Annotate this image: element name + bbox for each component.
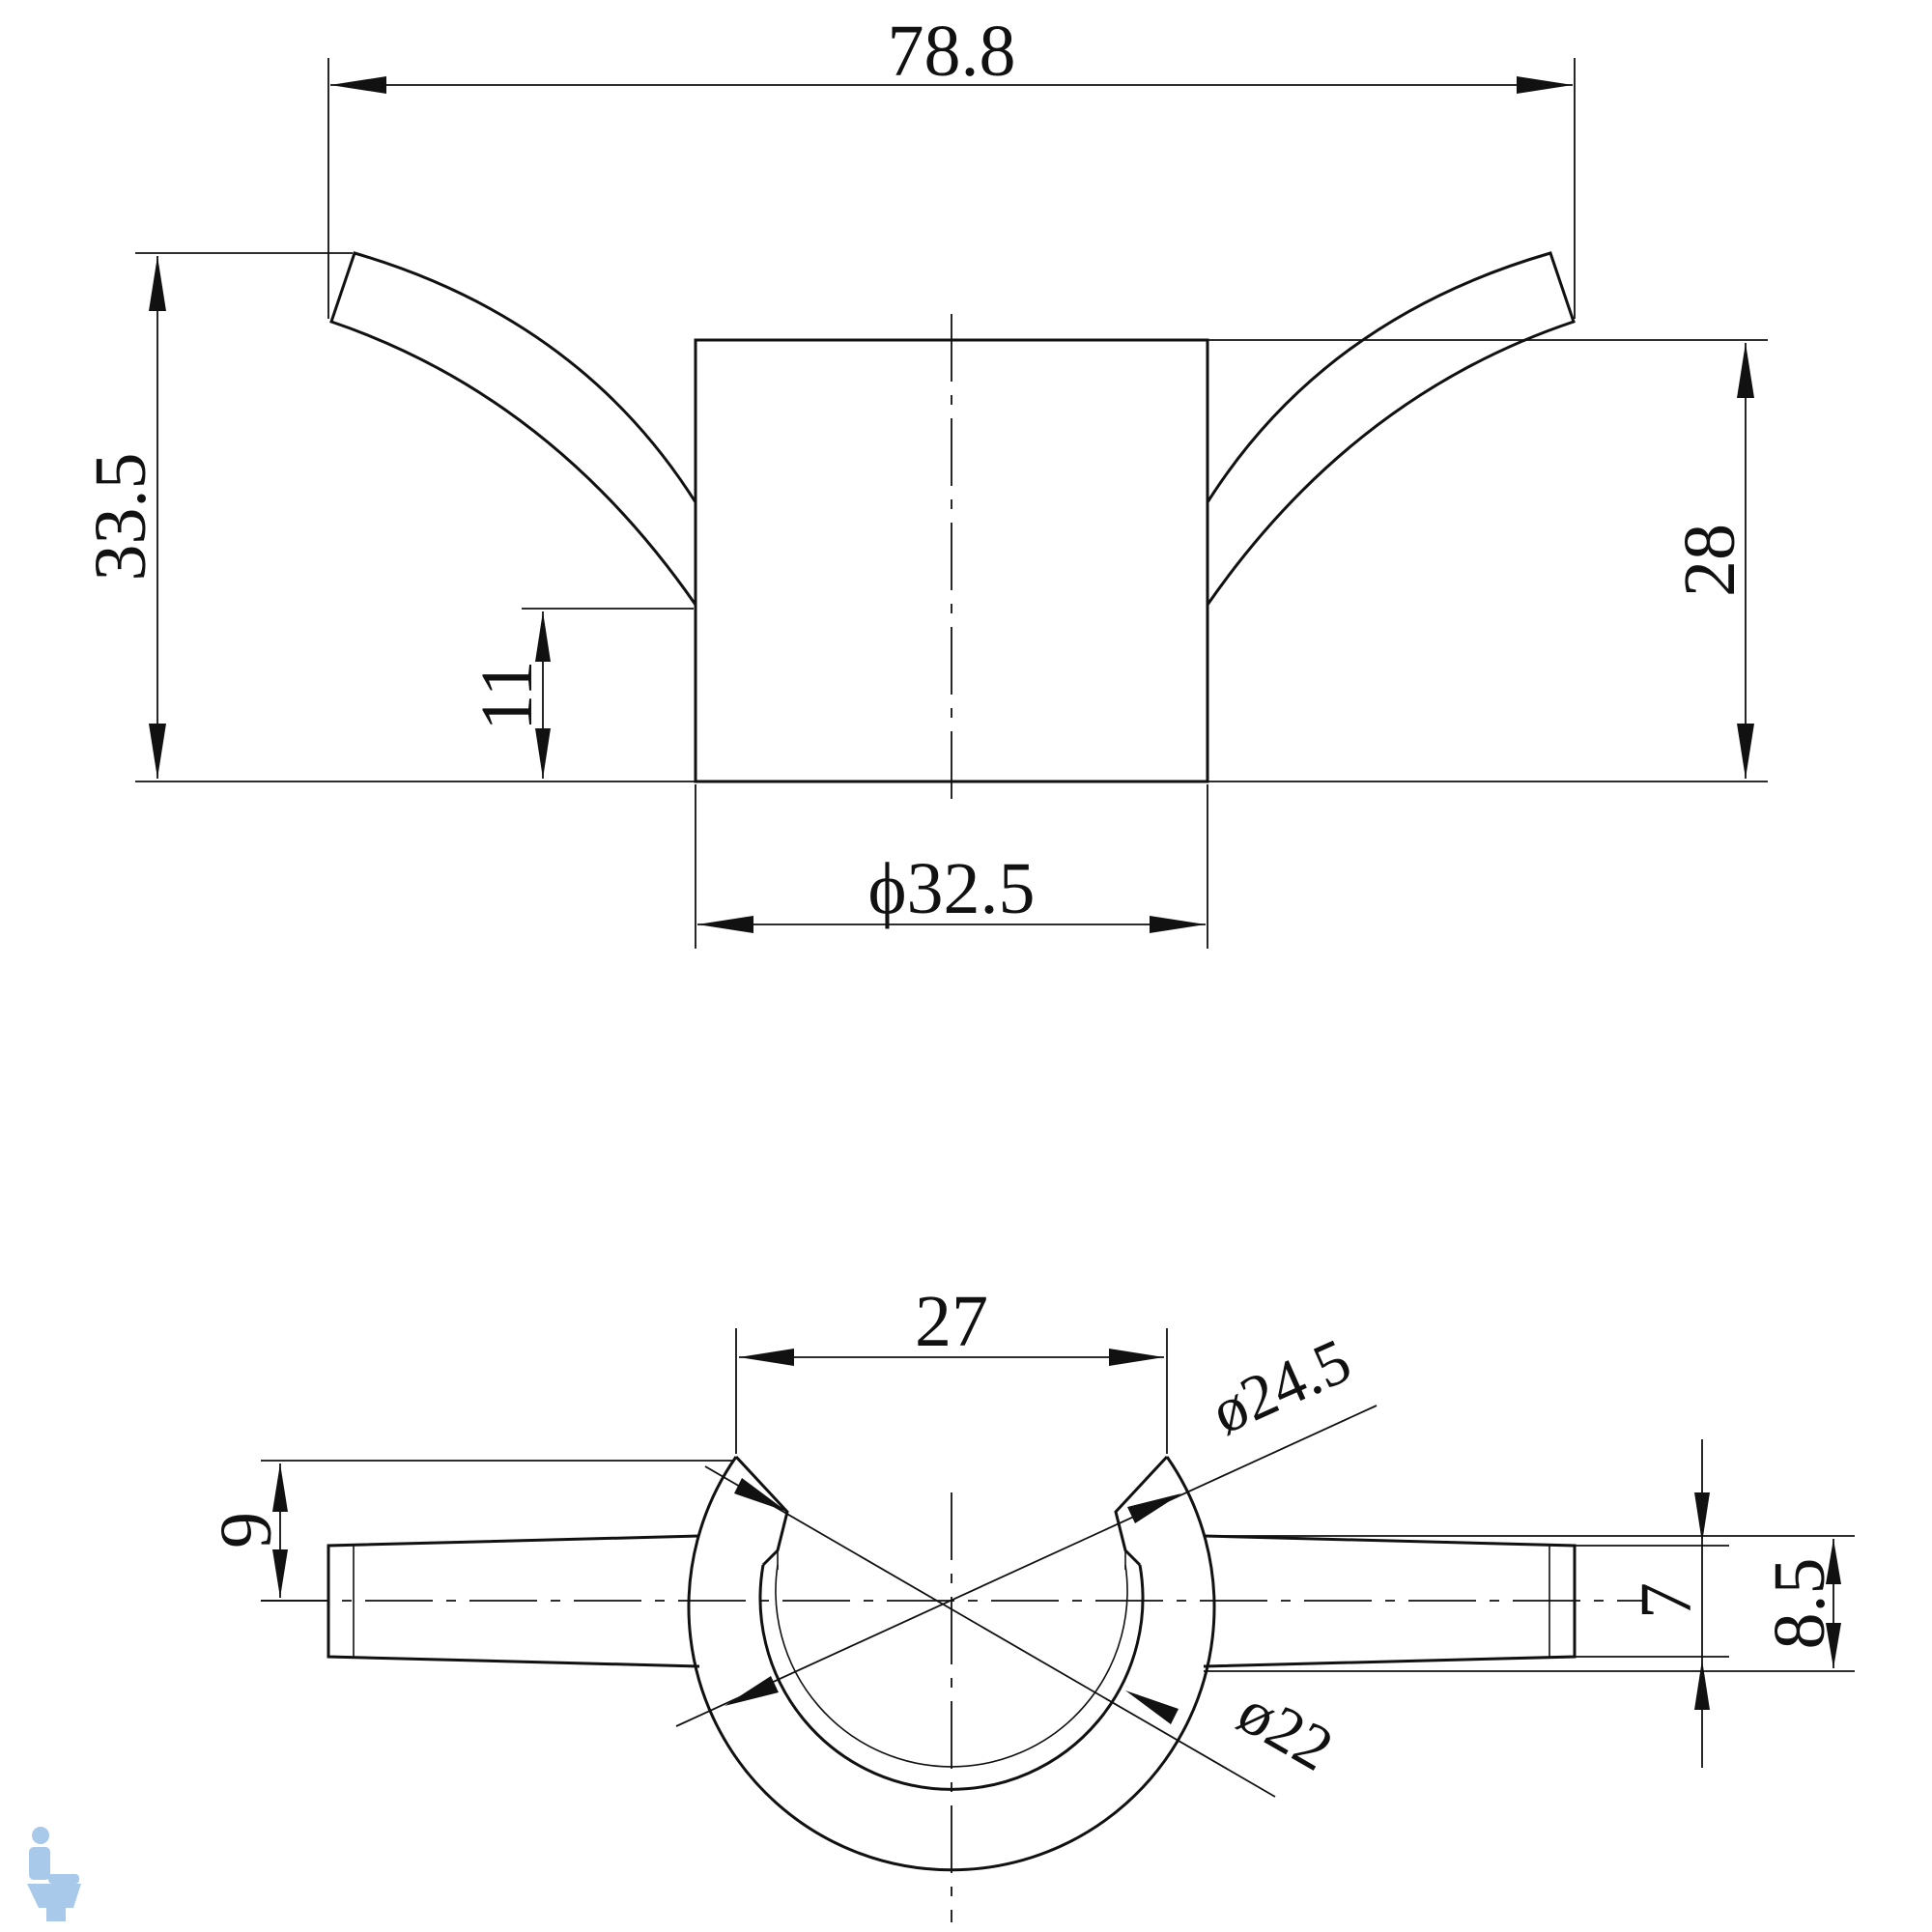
dim-root-width: 8.5 [1759,1558,1840,1650]
dim-arm-base-height: 11 [467,660,548,730]
dim-body-height: 28 [1669,524,1750,597]
dim-overall-width: 78.8 [888,11,1016,92]
dim-opening-width: 27 [915,1281,988,1362]
dim-body-diameter: ϕ32.5 [867,848,1035,929]
right-arm-top [1203,1534,1577,1668]
dim-overall-height: 33.5 [80,453,161,582]
side-view: 78.8 33.5 11 28 ϕ32.5 [80,11,1768,949]
right-arm [1206,251,1576,610]
top-view: 27 ø24.5 ø22 9 7 8.5 [206,1281,1855,1922]
dim-left-offset: 9 [206,1512,287,1548]
toilet-plumber-logo-icon [27,1827,81,1921]
c-ring [687,1455,1216,1872]
dim-tip-width: 7 [1626,1582,1707,1619]
left-arm [329,251,697,610]
dim-inner-diameter: ø22 [1227,1676,1345,1785]
dim-outer-diameter: ø24.5 [1202,1325,1361,1448]
